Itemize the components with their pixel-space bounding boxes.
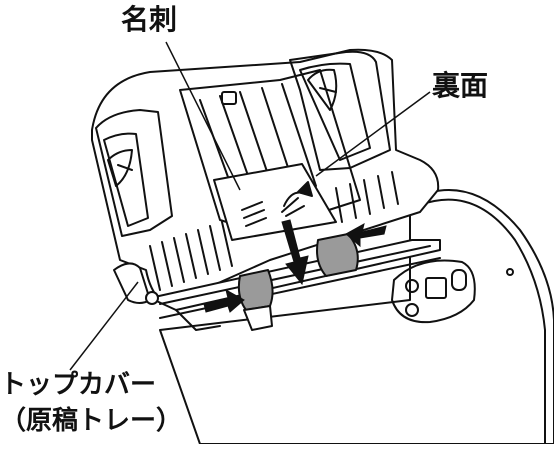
push-guide-arrow-right xyxy=(345,223,387,248)
label-document-tray: （原稿トレー） xyxy=(0,406,183,436)
label-business-card: 名刺 xyxy=(121,3,178,36)
right-paper-guide xyxy=(316,233,359,277)
label-top-cover: トップカバー xyxy=(0,370,157,400)
leader-back xyxy=(315,91,431,177)
leader-tray xyxy=(69,281,139,371)
tray-left-panel xyxy=(95,109,173,237)
scanner-body-edge xyxy=(419,198,546,445)
business-card xyxy=(213,163,337,241)
label-back-side: 裏面 xyxy=(432,69,489,102)
control-panel xyxy=(391,259,476,324)
tray-right-panel xyxy=(289,50,391,171)
left-paper-guide xyxy=(237,269,274,311)
insert-direction-arrow xyxy=(281,219,309,286)
push-guide-arrow-left xyxy=(203,289,245,313)
leader-card xyxy=(165,41,241,191)
tray-ribs xyxy=(149,171,399,291)
body-screw xyxy=(506,268,514,276)
